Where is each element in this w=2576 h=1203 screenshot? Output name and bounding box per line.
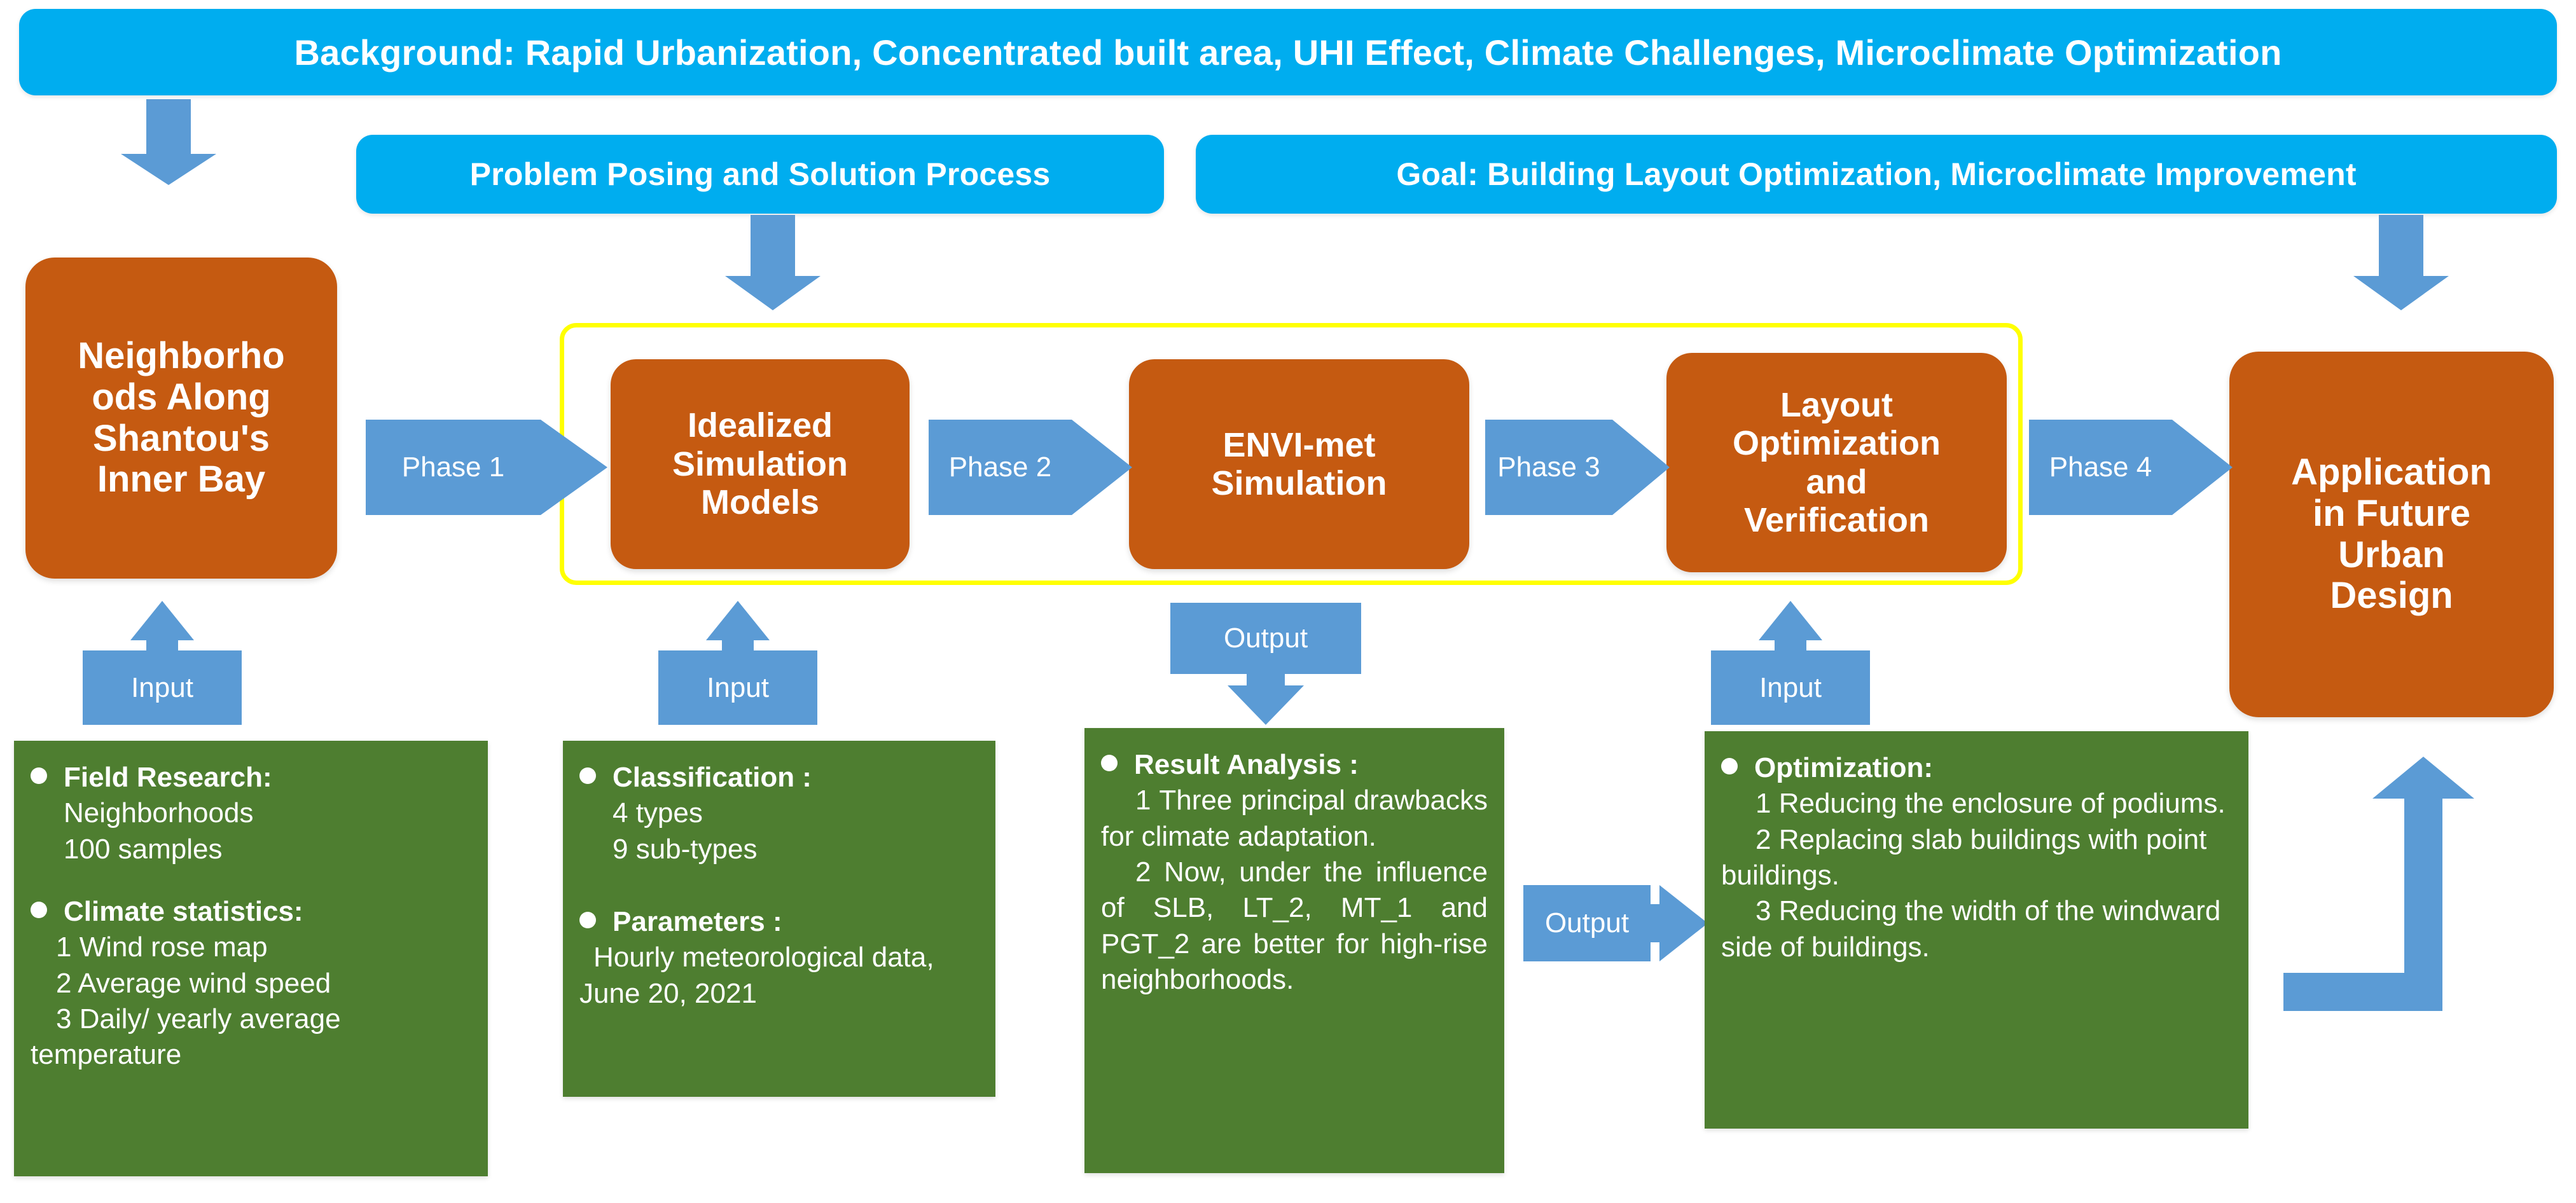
banner-background: Background: Rapid Urbanization, Concentr… <box>19 9 2557 95</box>
connector-output-envimet[interactable]: Output <box>1170 603 1361 730</box>
note-box-classification[interactable]: Classification : 4 types 9 sub-types Par… <box>563 741 995 1097</box>
bullet-icon <box>1721 758 1738 774</box>
source-line-4: Inner Bay <box>97 458 266 500</box>
result-analysis-item-2: 2 Now, under the influence of SLB, LT_2,… <box>1101 856 1488 995</box>
layout-line-2: Optimization <box>1733 424 1941 463</box>
climate-line-2: 2 Average wind speed <box>56 967 331 999</box>
result-analysis-heading: Result Analysis : <box>1101 747 1488 783</box>
idealized-line-2: Simulation <box>672 444 848 483</box>
banner-goal: Goal: Building Layout Optimization, Micr… <box>1196 135 2557 214</box>
bullet-icon <box>579 911 596 928</box>
arrow-background-to-source <box>121 99 216 185</box>
parameters-heading: Parameters : <box>579 904 979 940</box>
phase-arrow-2[interactable]: Phase 2 <box>929 420 1132 515</box>
bullet-icon <box>1101 755 1118 771</box>
classification-line-2: 9 sub-types <box>613 833 758 865</box>
climate-statistics-heading: Climate statistics: <box>31 894 471 930</box>
source-line-2: ods Along <box>92 376 271 418</box>
note-box-field-research[interactable]: Field Research: Neighborhoods 100 sample… <box>14 741 488 1176</box>
arrow-problem-to-phaseframe <box>725 215 821 310</box>
output-envimet-label: Output <box>1170 603 1361 674</box>
connector-output-result[interactable]: Output <box>1523 885 1708 961</box>
phase-arrow-1[interactable]: Phase 1 <box>366 420 607 515</box>
output-result-label: Output <box>1523 885 1651 961</box>
banner-problem-posing: Problem Posing and Solution Process <box>356 135 1164 214</box>
optimization-item-3: 3 Reducing the width of the windward sid… <box>1721 895 2221 963</box>
field-research-heading: Field Research: <box>31 760 471 795</box>
climate-line-3: 3 Daily/ yearly average temperature <box>31 1003 341 1071</box>
bullet-icon <box>31 901 47 918</box>
phase-arrow-4[interactable]: Phase 4 <box>2029 420 2233 515</box>
envimet-line-2: Simulation <box>1211 464 1387 502</box>
idealized-line-1: Idealized <box>687 406 833 445</box>
bullet-icon <box>31 767 47 784</box>
field-research-line-2: 100 samples <box>64 833 223 865</box>
input-1-label: Input <box>83 650 242 725</box>
phase-4-label: Phase 4 <box>2029 420 2172 515</box>
result-analysis-item-1: 1 Three principal drawbacks for climate … <box>1101 785 1488 852</box>
application-line-3: Urban <box>2338 533 2445 575</box>
input-3-label: Input <box>1711 650 1870 725</box>
process-box-idealized-simulation-models[interactable]: Idealized Simulation Models <box>611 359 910 569</box>
connector-input-3[interactable]: Input <box>1711 601 1870 725</box>
input-2-label: Input <box>658 650 817 725</box>
process-box-application[interactable]: Application in Future Urban Design <box>2229 352 2554 717</box>
phase-2-label: Phase 2 <box>929 420 1072 515</box>
note-box-optimization[interactable]: Optimization: 1 Reducing the enclosure o… <box>1705 731 2248 1129</box>
application-line-4: Design <box>2330 575 2453 617</box>
parameters-line-1: Hourly meteorological data, June 20, 202… <box>579 942 934 1009</box>
process-box-envimet-simulation[interactable]: ENVI-met Simulation <box>1129 359 1469 569</box>
process-box-source[interactable]: Neighborho ods Along Shantou's Inner Bay <box>25 258 337 579</box>
application-line-2: in Future <box>2312 492 2471 534</box>
application-line-1: Application <box>2291 451 2492 493</box>
optimization-heading: Optimization: <box>1721 750 2232 786</box>
layout-line-3: and <box>1806 462 1867 501</box>
layout-line-4: Verification <box>1743 500 1930 539</box>
field-research-line-1: Neighborhoods <box>64 797 254 829</box>
optimization-item-1: 1 Reducing the enclosure of podiums. <box>1755 788 2226 820</box>
classification-line-1: 4 types <box>613 797 703 829</box>
arrow-optimization-to-application <box>2283 757 2512 1011</box>
phase-3-label: Phase 3 <box>1485 420 1612 515</box>
phase-arrow-3[interactable]: Phase 3 <box>1485 420 1670 515</box>
envimet-line-1: ENVI-met <box>1222 425 1376 464</box>
phase-1-label: Phase 1 <box>366 420 541 515</box>
source-line-1: Neighborho <box>78 334 285 376</box>
connector-input-1[interactable]: Input <box>83 601 242 725</box>
connector-input-2[interactable]: Input <box>658 601 817 725</box>
process-box-layout-optimization[interactable]: Layout Optimization and Verification <box>1666 353 2007 572</box>
climate-line-1: 1 Wind rose map <box>56 931 268 963</box>
classification-heading: Classification : <box>579 760 979 795</box>
note-box-result-analysis[interactable]: Result Analysis : 1 Three principal draw… <box>1084 728 1504 1173</box>
bullet-icon <box>579 767 596 784</box>
layout-line-1: Layout <box>1780 385 1893 424</box>
optimization-item-2: 2 Replacing slab buildings with point bu… <box>1721 823 2207 891</box>
arrow-goal-to-application <box>2353 215 2449 310</box>
idealized-line-3: Models <box>700 483 819 522</box>
source-line-3: Shantou's <box>92 417 270 459</box>
